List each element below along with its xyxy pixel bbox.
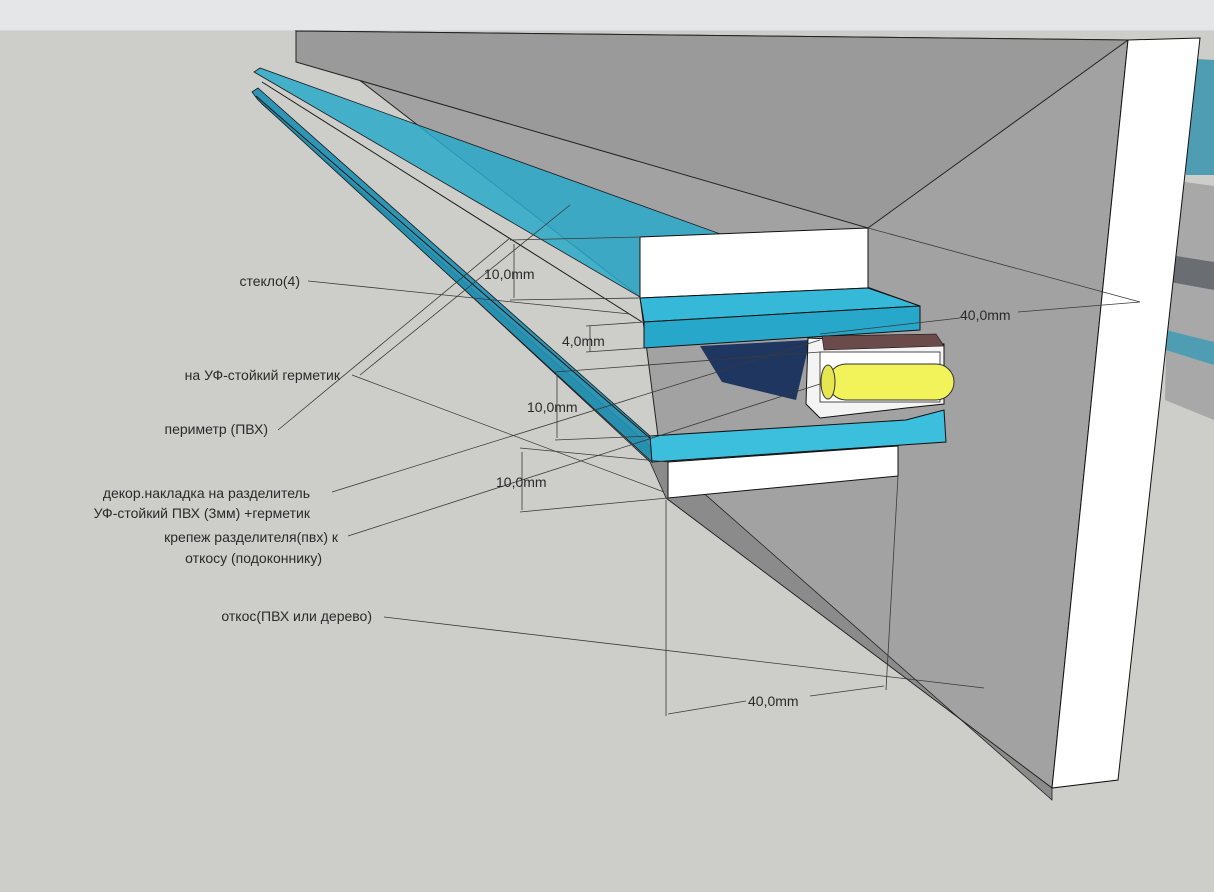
dim-depth-top: 40,0mm <box>960 307 1011 323</box>
spacer-texture <box>821 333 945 351</box>
label-decor-line1: декор.накладка на разделитель <box>103 485 310 501</box>
label-uv-sealant: на УФ-стойкий герметик <box>185 367 341 383</box>
label-perimeter: периметр (ПВХ) <box>165 421 268 437</box>
title-bar <box>0 0 1214 31</box>
dim-width-bottom: 40,0mm <box>748 693 799 709</box>
background-dark-band <box>1170 255 1214 290</box>
background-glass-band <box>1166 330 1214 365</box>
dim-glass-thickness: 4,0mm <box>562 333 605 349</box>
label-slope: откос(ПВХ или дерево) <box>221 608 372 624</box>
front-post <box>1051 37 1201 789</box>
dim-bottom-decor: 10,0mm <box>496 474 547 490</box>
label-fastener-line1: крепеж разделителя(пвх) к <box>164 529 339 545</box>
dim-top-decor: 10,0mm <box>484 266 535 282</box>
sealant-rod <box>827 363 955 401</box>
label-decor-line2: УФ-стойкий ПВХ (3мм) +герметик <box>94 505 311 521</box>
label-glass: стекло(4) <box>239 273 300 289</box>
top-glass-pane-front <box>643 305 921 349</box>
bottom-glass-pane <box>649 409 947 463</box>
label-fastener-line2: откосу (подоконнику) <box>185 550 322 566</box>
top-decor-strip <box>639 227 869 299</box>
dim-spacer: 10,0mm <box>527 399 578 415</box>
